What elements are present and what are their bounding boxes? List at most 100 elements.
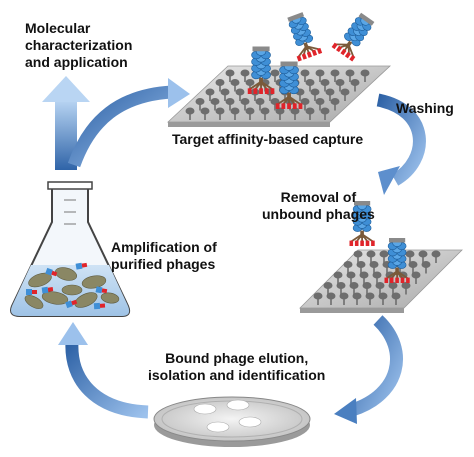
- surface-pin: [362, 282, 372, 295]
- surface-pin: [260, 107, 270, 120]
- surface-pin: [346, 271, 356, 284]
- surface-pin: [300, 69, 310, 82]
- bacterium: [28, 272, 52, 288]
- arrow-to-amplification: [65, 341, 149, 419]
- surface-pin: [349, 282, 359, 295]
- surface-pin: [352, 292, 362, 305]
- bacterium: [81, 275, 107, 289]
- surface-pin: [372, 271, 382, 284]
- surface-pin: [300, 98, 310, 111]
- mini-phage: [75, 262, 88, 270]
- petri-dish: [153, 396, 311, 447]
- surface-pin: [379, 250, 389, 263]
- surface-pin: [305, 79, 315, 92]
- surface-pin: [210, 98, 220, 111]
- surface-pin: [336, 282, 346, 295]
- surface-pin: [240, 69, 250, 82]
- surface-pin: [365, 292, 375, 305]
- up-arrow: [42, 76, 90, 170]
- surface-pin: [315, 69, 325, 82]
- surface-pin: [353, 250, 363, 263]
- surface-pin: [330, 98, 340, 111]
- surface-pin: [270, 98, 280, 111]
- erlenmeyer-flask: [10, 181, 131, 317]
- phage: [331, 12, 375, 62]
- surface-pin: [345, 69, 355, 82]
- label-amplification: Amplification of purified phages: [111, 239, 217, 272]
- surface-pin: [343, 261, 353, 274]
- surface-pin: [200, 107, 210, 120]
- surface-pin: [350, 79, 360, 92]
- label-washing: Washing: [396, 100, 454, 116]
- bacterium: [54, 267, 78, 281]
- surface-pin: [378, 292, 388, 305]
- bacterium: [100, 292, 120, 304]
- label-removal: Removal of unbound phages: [262, 189, 375, 222]
- phages: [247, 12, 410, 283]
- surface-pin: [366, 250, 376, 263]
- surface-pin: [205, 88, 215, 101]
- arrow-to-elution: [349, 315, 403, 417]
- capture-plate: [166, 65, 392, 127]
- surface-pin: [325, 88, 335, 101]
- surface-pin: [375, 282, 385, 295]
- surface-pin: [295, 88, 305, 101]
- surface-pin: [220, 88, 230, 101]
- surface-pin: [411, 271, 421, 284]
- arrow-washing: [376, 93, 426, 186]
- surface-pin: [330, 69, 340, 82]
- surface-pin: [235, 88, 245, 101]
- surface-pin: [326, 292, 336, 305]
- surface-pin: [215, 107, 225, 120]
- bacterium: [41, 291, 69, 305]
- surface-pin: [305, 107, 315, 120]
- surface-pin: [333, 271, 343, 284]
- surface-pin: [320, 79, 330, 92]
- surface-pin: [255, 98, 265, 111]
- surface-pin: [401, 282, 411, 295]
- label-capture: Target affinity-based capture: [172, 131, 364, 147]
- arrow-flask-to-capture: [67, 85, 173, 168]
- surface-pin: [335, 79, 345, 92]
- label-elution: Bound phage elution, isolation and ident…: [148, 350, 326, 383]
- surface-pin: [388, 282, 398, 295]
- surface-pin: [315, 98, 325, 111]
- surface-pin: [323, 282, 333, 295]
- arrow-head-amplification: [58, 322, 88, 345]
- surface-pin: [431, 250, 441, 263]
- removal-plate: [299, 249, 463, 313]
- mini-phage: [95, 286, 108, 294]
- surface-pin: [245, 79, 255, 92]
- mini-phage: [26, 289, 37, 295]
- mini-phage: [41, 286, 54, 294]
- surface-pin: [195, 98, 205, 111]
- surface-pin: [275, 107, 285, 120]
- surface-pin: [421, 261, 431, 274]
- phage: [275, 61, 303, 109]
- phage: [384, 238, 410, 283]
- surface-pin: [340, 88, 350, 101]
- mini-phage: [65, 299, 78, 309]
- surface-pin: [356, 261, 366, 274]
- surface-pin: [230, 79, 240, 92]
- phage: [349, 201, 375, 246]
- surface-pin: [225, 69, 235, 82]
- surface-pin: [245, 107, 255, 120]
- surface-pin: [359, 271, 369, 284]
- arrow-head-capture: [168, 78, 190, 108]
- surface-pin: [369, 261, 379, 274]
- surface-pin: [360, 69, 370, 82]
- surface-pin: [240, 98, 250, 111]
- surface-pin: [215, 79, 225, 92]
- surface-pin: [225, 98, 235, 111]
- surface-pin: [408, 261, 418, 274]
- bacterium: [74, 292, 98, 308]
- arrow-head-elution: [334, 398, 357, 424]
- label-characterization: Molecular characterization and applicati…: [25, 20, 133, 70]
- bacterium: [24, 295, 44, 309]
- bacterium: [61, 284, 83, 296]
- phage: [247, 46, 275, 94]
- surface-pin: [339, 292, 349, 305]
- surface-pin: [418, 250, 428, 263]
